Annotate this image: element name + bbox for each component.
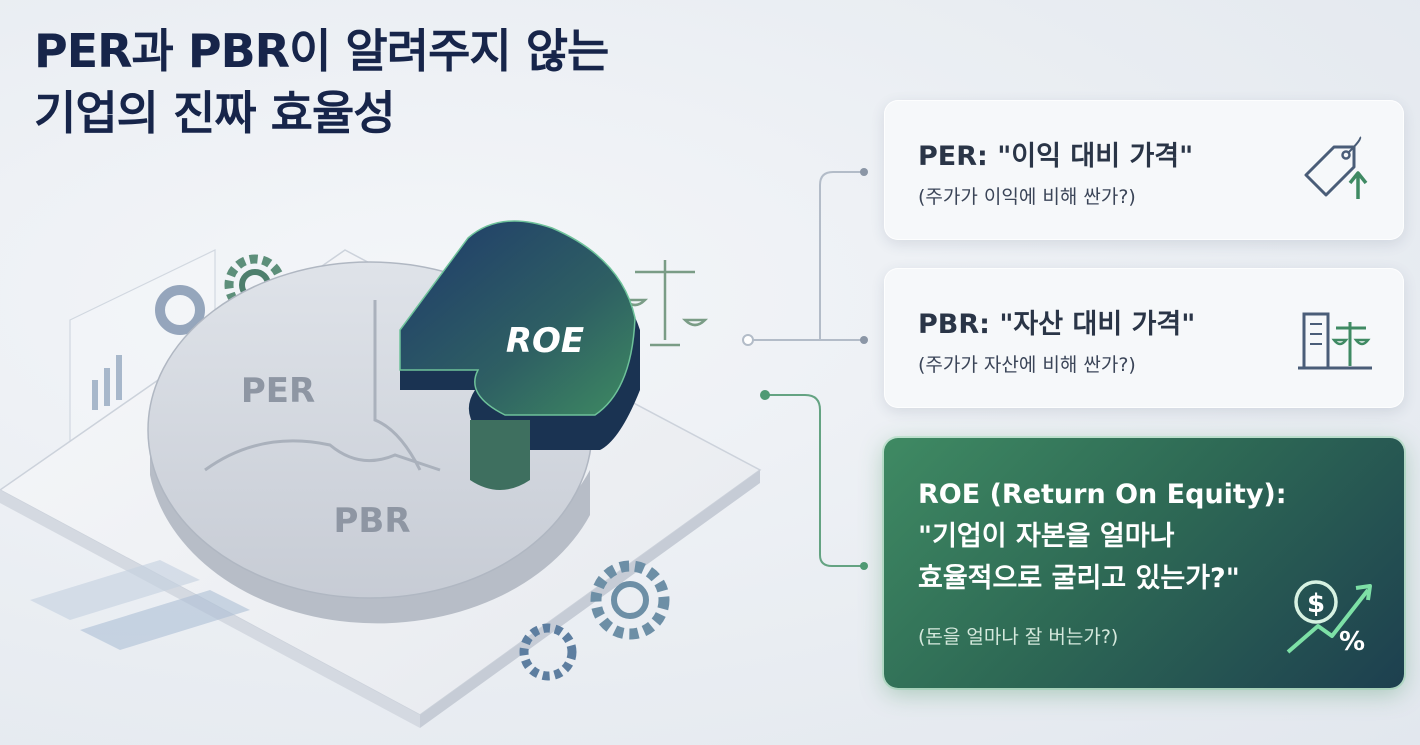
- per-card-heading: PER: "이익 대비 가격": [918, 141, 1194, 172]
- roe-card-heading-line-1: ROE (Return On Equity):: [918, 479, 1287, 510]
- building-scale-icon: [1298, 312, 1372, 370]
- dollar-growth-icon: $ %: [1286, 580, 1372, 657]
- pbr-card-heading: PBR: "자산 대비 가격": [918, 309, 1196, 340]
- puzzle-illustration: PER PBR ROE: [0, 168, 868, 728]
- stripe-decoration: [30, 560, 250, 650]
- puzzle-piece-pbr-label: PBR: [333, 501, 410, 541]
- svg-text:%: %: [1339, 627, 1365, 657]
- gear-icon: [590, 560, 670, 640]
- roe-card-subtext: (돈을 얼마나 잘 버는가?): [918, 626, 1119, 648]
- price-tag-icon: [1304, 136, 1368, 199]
- chart-panel-decoration: [69, 249, 216, 451]
- roe-card-heading-line-2: "기업이 자본을 얼마나: [918, 521, 1175, 552]
- gear-icon: [519, 623, 577, 681]
- roe-card: ROE (Return On Equity): "기업이 자본을 얼마나 효율적…: [884, 438, 1404, 688]
- per-card-subtext: (주가가 이익에 비해 싼가?): [918, 186, 1136, 208]
- roe-card-heading-line-3: 효율적으로 굴리고 있는가?": [918, 563, 1240, 594]
- scale-icon: [621, 260, 709, 347]
- pbr-card-subtext: (주가가 자산에 비해 싼가?): [918, 354, 1136, 376]
- page-title: PER과 PBR이 알려주지 않는 기업의 진짜 효율성: [34, 20, 609, 144]
- connector-lines: [742, 168, 868, 570]
- puzzle-piece-per-label: PER: [241, 371, 315, 411]
- title-line-1: PER과 PBR이 알려주지 않는: [34, 24, 609, 78]
- pbr-card: PBR: "자산 대비 가격" (주가가 자산에 비해 싼가?): [884, 268, 1404, 408]
- per-card: PER: "이익 대비 가격" (주가가 이익에 비해 싼가?): [884, 100, 1404, 240]
- svg-text:$: $: [1307, 589, 1325, 619]
- title-line-2: 기업의 진짜 효율성: [34, 86, 396, 140]
- puzzle-piece-roe-label: ROE: [506, 321, 584, 361]
- roe-puzzle-piece: [399, 220, 640, 490]
